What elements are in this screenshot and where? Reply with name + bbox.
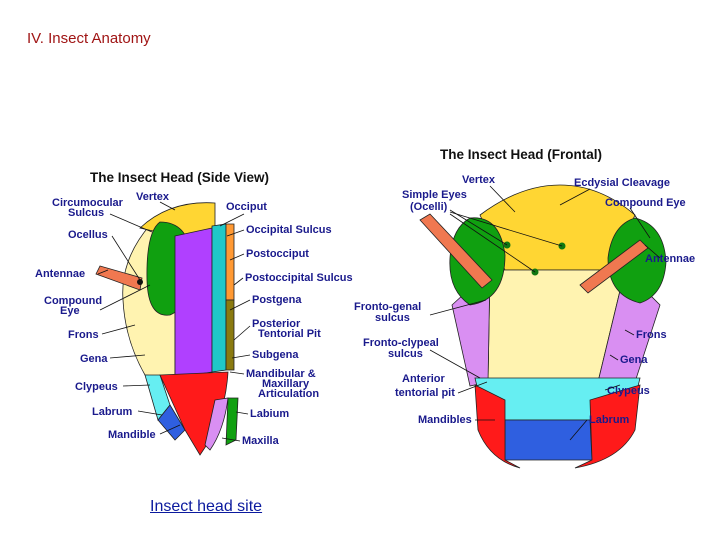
side-label-subgena: Subgena — [252, 349, 299, 361]
side-label-antennae: Antennae — [35, 268, 85, 280]
front-label-simple-eyes: Simple Eyes — [402, 189, 467, 201]
side-label-mandibular: Mandibular & — [246, 368, 316, 380]
side-label-maxilla: Maxilla — [242, 435, 280, 447]
front-label-frons: Frons — [636, 329, 667, 341]
front-label-fronto-clypeal: Fronto-clypeal — [363, 337, 439, 349]
front-labrum — [504, 419, 593, 461]
front-mandible-left — [474, 384, 521, 469]
insect-head-site-link[interactable]: Insect head site — [150, 498, 263, 515]
side-labium — [225, 397, 239, 446]
side-occiput-band — [211, 223, 227, 373]
side-label-frons: Frons — [68, 329, 99, 341]
side-label-occiput: Occiput — [226, 201, 267, 213]
side-leader-lines — [97, 201, 251, 442]
side-label-labium: Labium — [250, 408, 289, 420]
front-label-compound-eye: Compound Eye — [605, 197, 686, 209]
front-label-ocelli: (Ocelli) — [410, 201, 448, 213]
side-postgena-region — [174, 227, 213, 379]
side-label-posterior: Posterior — [252, 318, 301, 330]
side-label-clypeus: Clypeus — [75, 381, 118, 393]
side-label-maxillary: Maxillary — [262, 378, 310, 390]
side-label-postoccipital-sulcus: Postoccipital Sulcus — [245, 272, 353, 284]
side-label-ocellus: Ocellus — [68, 229, 108, 241]
slide-title: IV. Insect Anatomy — [27, 30, 151, 47]
side-label-compound: Compound — [44, 295, 102, 307]
front-label-labrum: Labrum — [589, 414, 630, 426]
side-label-postocciput: Postocciput — [246, 248, 309, 260]
side-label-tentorial-pit: Tentorial Pit — [258, 328, 321, 340]
front-leader-lines — [429, 185, 661, 441]
side-label-gena: Gena — [80, 353, 108, 365]
front-label-vertex: Vertex — [462, 174, 496, 186]
front-mandible-right — [574, 384, 641, 469]
front-view: The Insect Head (Frontal) Vertex Ecdysia… — [354, 147, 695, 469]
front-antenna-left — [419, 213, 493, 289]
side-subgena-band — [225, 299, 235, 371]
front-compound-eye-right — [607, 217, 667, 304]
side-label-vertex: Vertex — [136, 191, 170, 203]
front-vertex-region — [479, 184, 636, 271]
side-view: The Insect Head (Side View) Circumocular… — [35, 170, 353, 456]
side-label-articulation: Articulation — [258, 388, 319, 400]
front-label-clypeus: Clypeus — [607, 385, 650, 397]
front-label-mandibles: Mandibles — [418, 414, 472, 426]
front-label-ecdysial: Ecdysial Cleavage — [574, 177, 670, 189]
front-label-fg-sulcus: sulcus — [375, 312, 410, 324]
front-label-antennae: Antennae — [645, 253, 695, 265]
side-label-sulcus: Sulcus — [68, 207, 104, 219]
front-label-gena: Gena — [620, 354, 648, 366]
front-view-title: The Insect Head (Frontal) — [440, 147, 602, 162]
front-label-tentorial-pit: tentorial pit — [395, 387, 455, 399]
side-view-title: The Insect Head (Side View) — [90, 170, 269, 185]
front-label-fronto-genal: Fronto-genal — [354, 301, 421, 313]
side-label-postgena: Postgena — [252, 294, 302, 306]
side-postocciput-band — [225, 223, 235, 301]
front-label-fc-sulcus: sulcus — [388, 348, 423, 360]
side-label-circumocular: Circumocular — [52, 197, 124, 209]
side-ocellus — [137, 279, 143, 285]
side-label-labrum: Labrum — [92, 406, 133, 418]
side-label-mandible: Mandible — [108, 429, 156, 441]
side-label-occipital-sulcus: Occipital Sulcus — [246, 224, 332, 236]
front-label-anterior: Anterior — [402, 373, 446, 385]
side-label-eye: Eye — [60, 305, 80, 317]
